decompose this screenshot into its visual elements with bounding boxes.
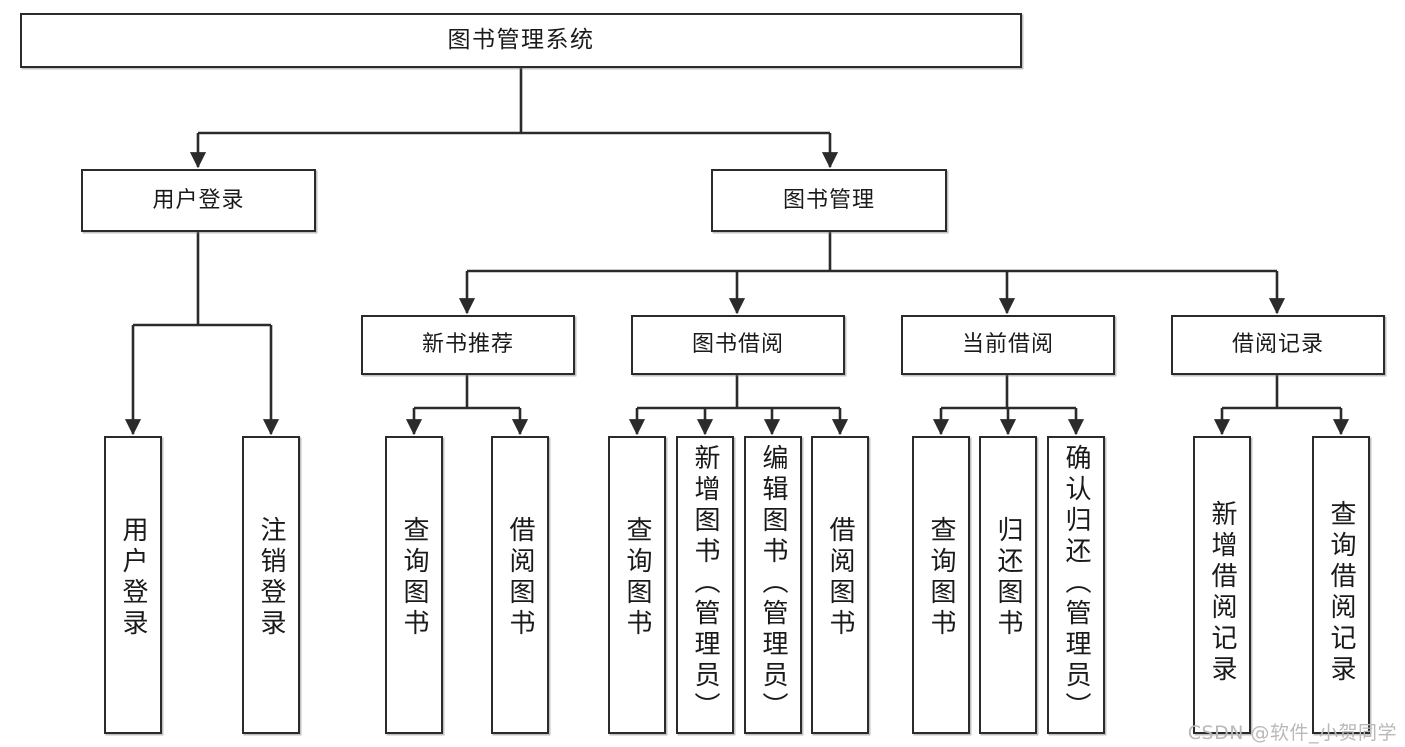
node-label: 借阅图书 [505,516,535,640]
node-label: 新增借阅记录 [1207,500,1237,686]
node-book-management[interactable]: 图书管理 [711,169,947,232]
node-label: 确认归还（管理员） [1061,444,1091,723]
node-label: 借阅记录 [1231,332,1324,358]
node-label: 图书管理系统 [447,26,595,53]
node-label: 用户登录 [152,187,245,213]
node-root[interactable]: 图书管理系统 [20,13,1022,68]
node-user-login[interactable]: 用户登录 [81,169,316,232]
leaf-query-borrow-record[interactable]: 查询借阅记录 [1312,436,1370,734]
leaf-query-book-recommend[interactable]: 查询图书 [385,436,443,734]
leaf-edit-book-admin[interactable]: 编辑图书（管理员） [744,436,802,734]
node-label: 查询图书 [399,516,429,640]
leaf-add-book-admin[interactable]: 新增图书（管理员） [676,436,734,734]
node-book-borrow[interactable]: 图书借阅 [631,315,845,375]
leaf-borrow-book-recommend[interactable]: 借阅图书 [491,436,549,734]
node-label: 当前借阅 [961,332,1054,358]
node-label: 图书管理 [782,187,875,213]
node-label: 归还图书 [993,516,1023,640]
leaf-user-login[interactable]: 用户登录 [104,436,162,734]
node-label: 图书借阅 [691,332,784,358]
leaf-add-borrow-record[interactable]: 新增借阅记录 [1193,436,1251,734]
node-label: 查询图书 [622,516,652,640]
node-label: 查询图书 [926,516,956,640]
node-label: 用户登录 [118,516,148,640]
leaf-logout[interactable]: 注销登录 [242,436,300,734]
node-borrow-record[interactable]: 借阅记录 [1171,315,1385,375]
leaf-query-book-borrow[interactable]: 查询图书 [608,436,666,734]
node-current-borrow[interactable]: 当前借阅 [901,315,1115,375]
node-label: 新书推荐 [421,332,514,358]
leaf-confirm-return-admin[interactable]: 确认归还（管理员） [1047,436,1105,734]
node-label: 注销登录 [256,516,286,640]
node-label: 编辑图书（管理员） [758,444,788,723]
leaf-query-book-current[interactable]: 查询图书 [912,436,970,734]
node-label: 借阅图书 [825,516,855,640]
node-new-book-recommend[interactable]: 新书推荐 [361,315,575,375]
node-label: 查询借阅记录 [1326,500,1356,686]
node-label: 新增图书（管理员） [690,444,720,723]
leaf-borrow-book[interactable]: 借阅图书 [811,436,869,734]
leaf-return-book[interactable]: 归还图书 [979,436,1037,734]
